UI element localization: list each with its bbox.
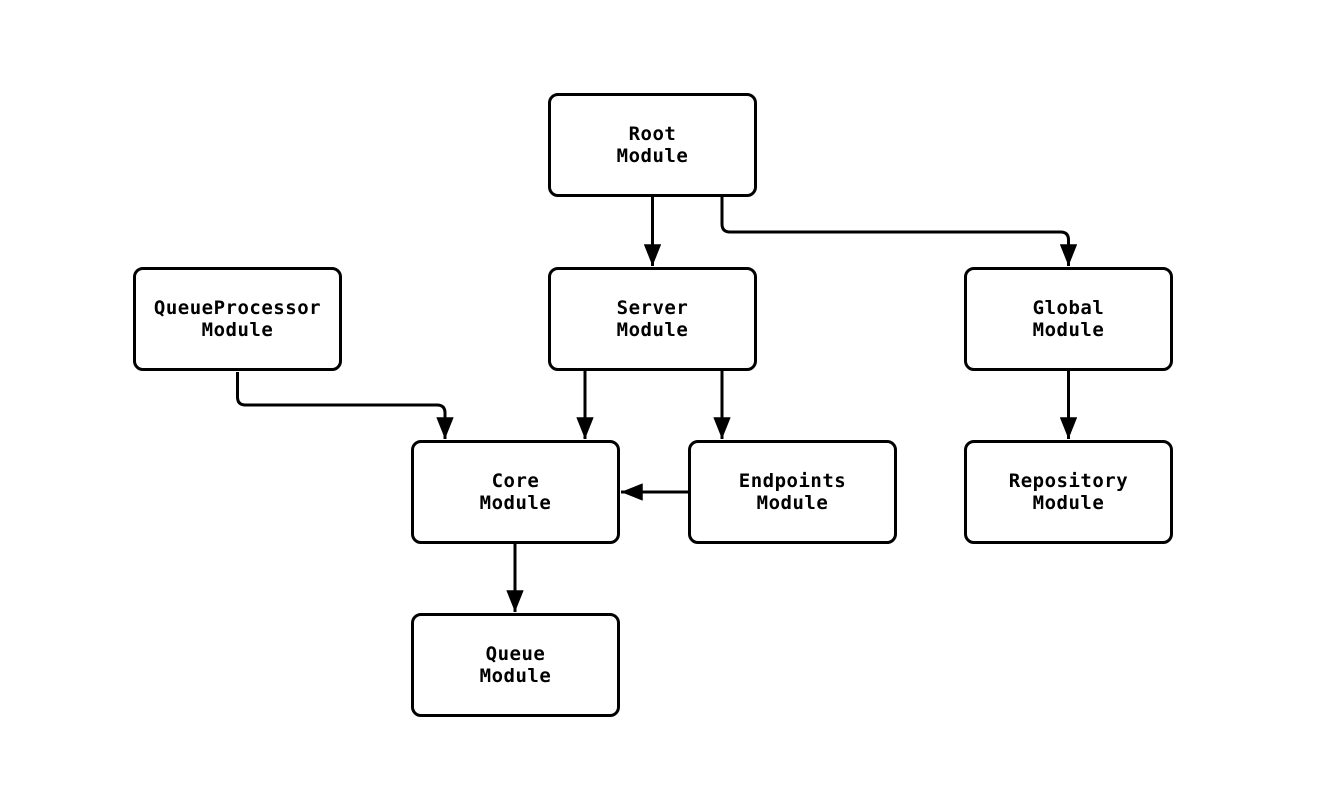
- node-global-module: Global Module: [964, 267, 1173, 371]
- node-queueprocessor-module: QueueProcessor Module: [133, 267, 342, 371]
- node-core-module: Core Module: [411, 440, 620, 544]
- node-repository-module-label: Repository Module: [1008, 470, 1129, 514]
- node-root-module-label: Root Module: [616, 123, 689, 167]
- edge-root-to-global: [720, 197, 1078, 266]
- node-endpoints-module: Endpoints Module: [688, 440, 897, 544]
- node-global-module-label: Global Module: [1032, 297, 1105, 341]
- edge-queueprocessor-to-core: [236, 372, 454, 439]
- node-core-module-label: Core Module: [479, 470, 552, 514]
- node-queue-module: Queue Module: [411, 613, 620, 717]
- node-server-module: Server Module: [548, 267, 757, 371]
- node-root-module: Root Module: [548, 93, 757, 197]
- node-queueprocessor-module-label: QueueProcessor Module: [153, 297, 322, 341]
- node-queue-module-label: Queue Module: [479, 643, 552, 687]
- node-endpoints-module-label: Endpoints Module: [738, 470, 847, 514]
- node-repository-module: Repository Module: [964, 440, 1173, 544]
- node-server-module-label: Server Module: [616, 297, 689, 341]
